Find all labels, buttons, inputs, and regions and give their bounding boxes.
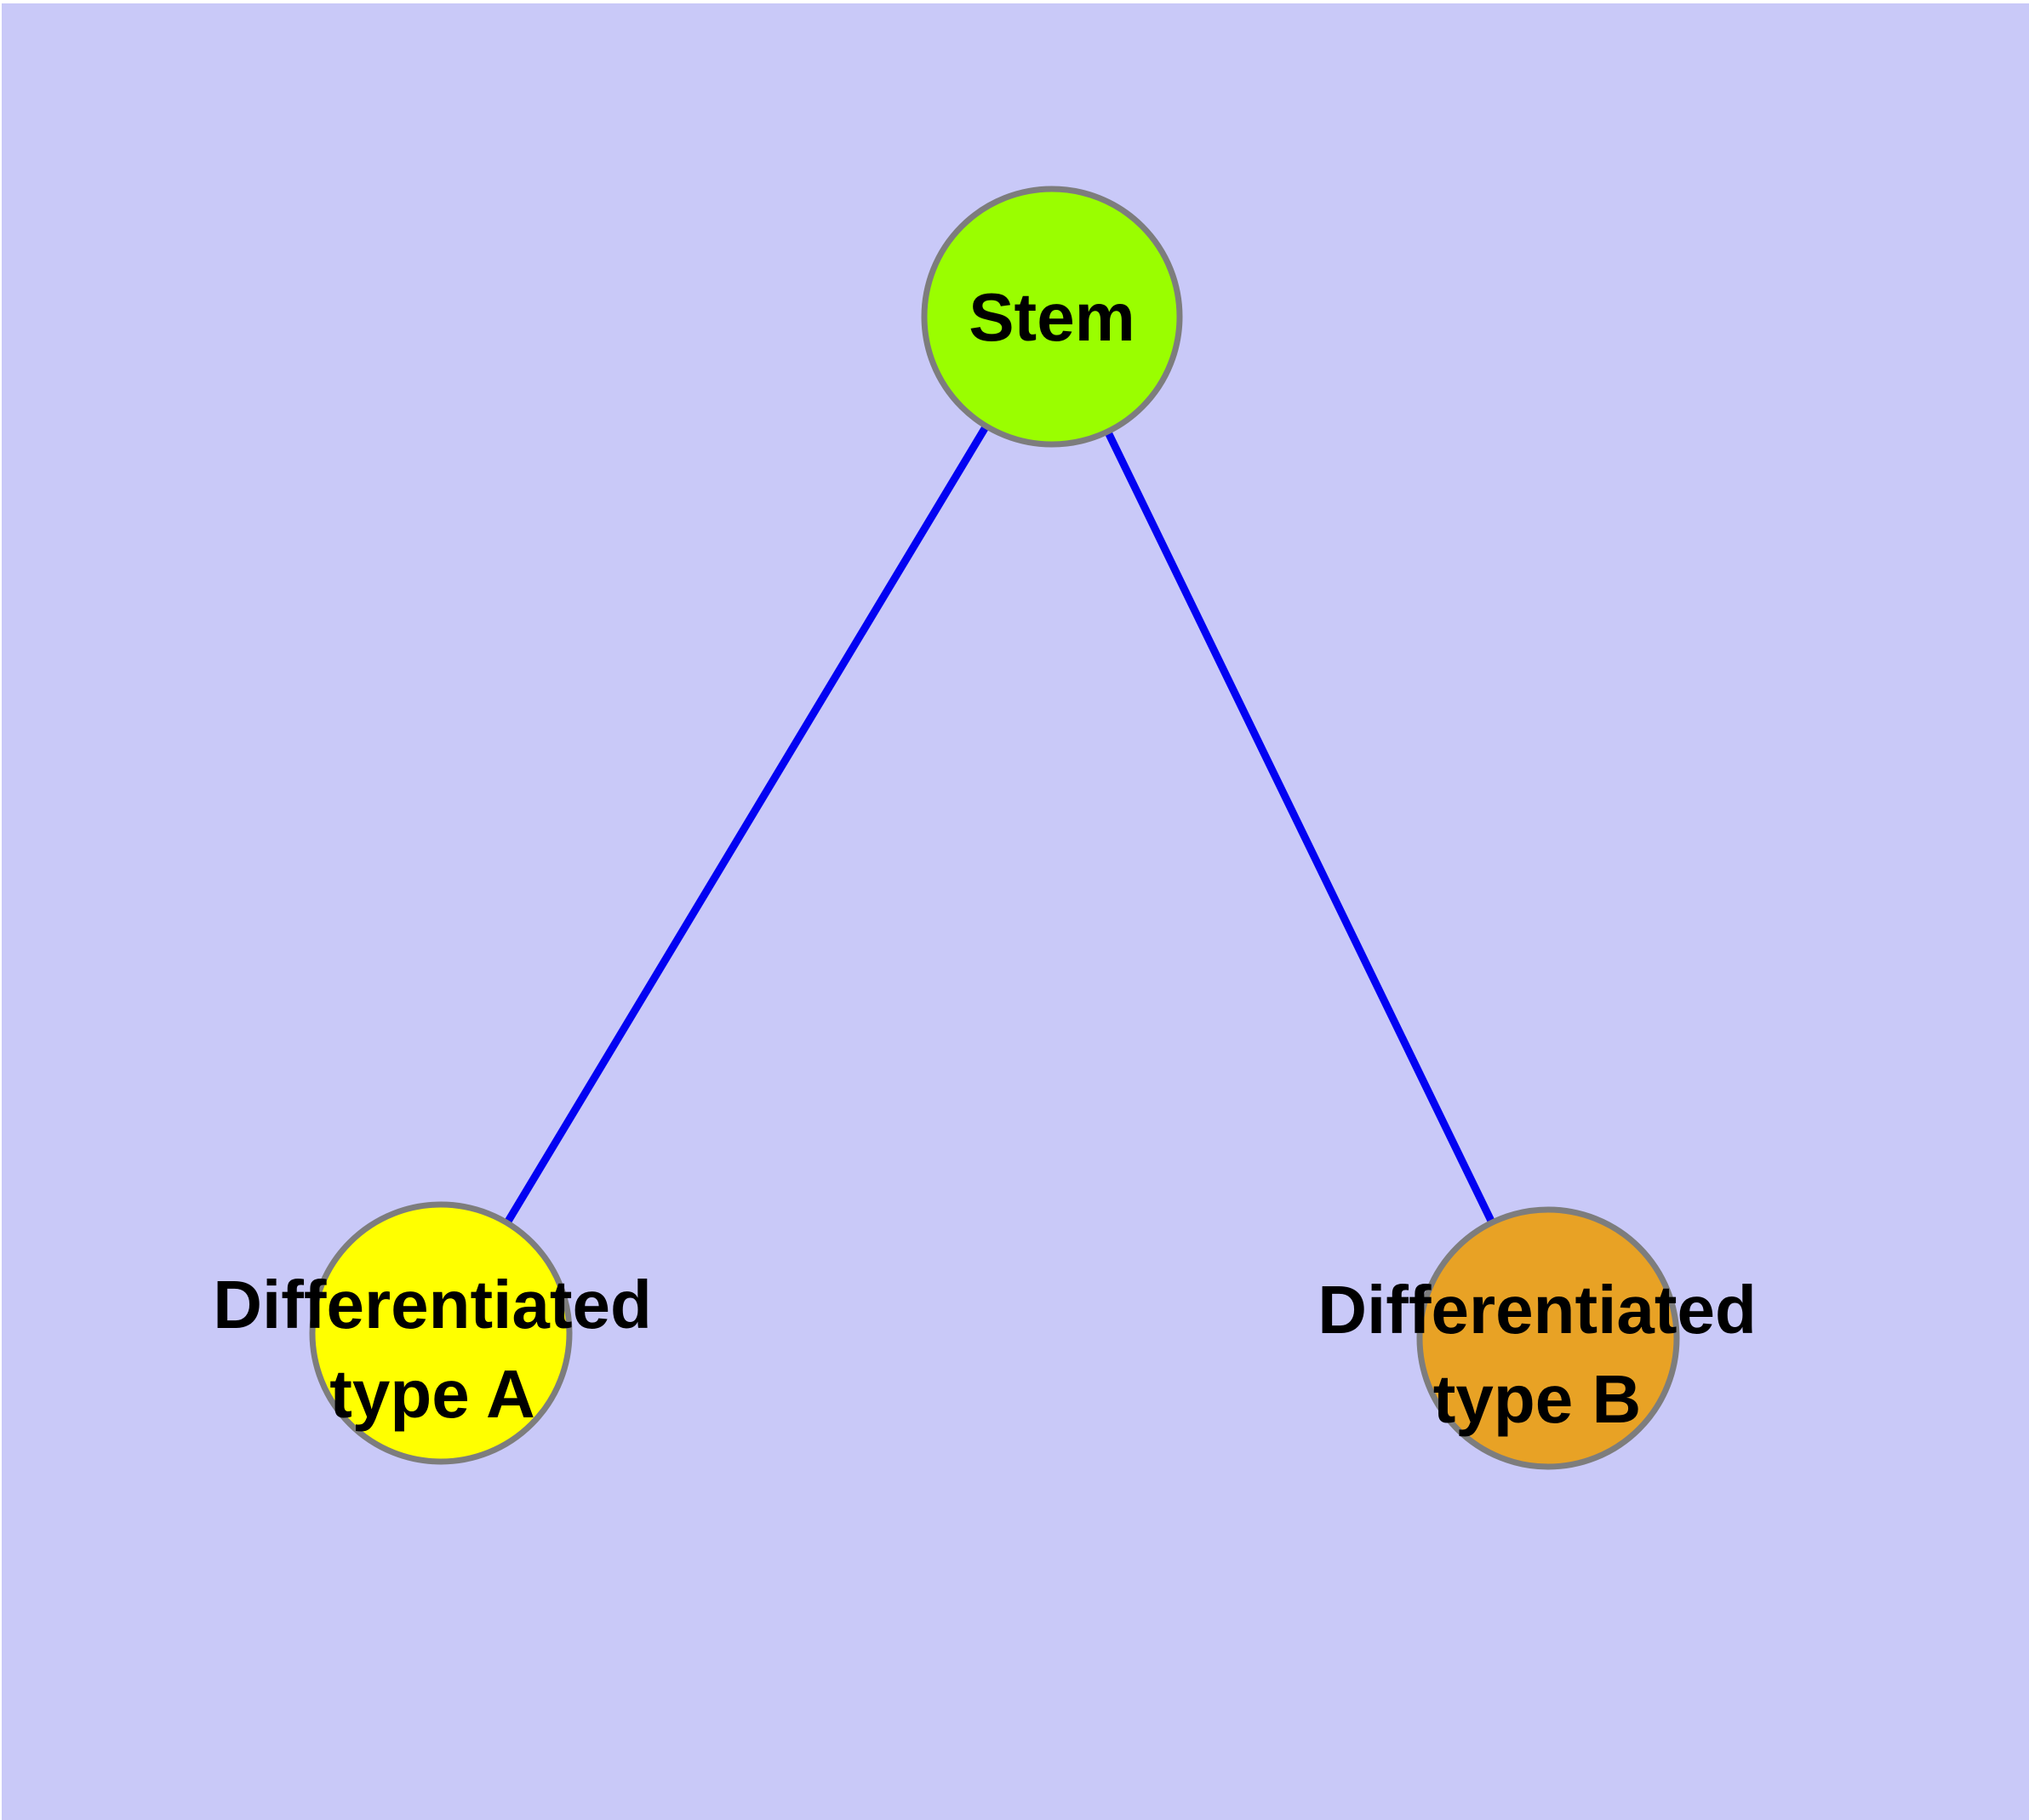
node-type-b-label-line2: type B (1433, 1361, 1642, 1437)
node-type-b-circle (1416, 1206, 1680, 1470)
node-type-b-label-line1: Differentiated (1317, 1272, 1757, 1348)
node-type-a-circle (309, 1201, 573, 1465)
edge-stem-to-type-b (1048, 315, 1552, 1340)
node-type-a-label-line1: Differentiated (213, 1267, 652, 1342)
edge-stem-to-type-a (437, 314, 1055, 1336)
node-stem-circle (921, 186, 1183, 448)
node-type-a-label-line2: type A (329, 1356, 535, 1432)
node-stem-label: Stem (969, 279, 1135, 355)
